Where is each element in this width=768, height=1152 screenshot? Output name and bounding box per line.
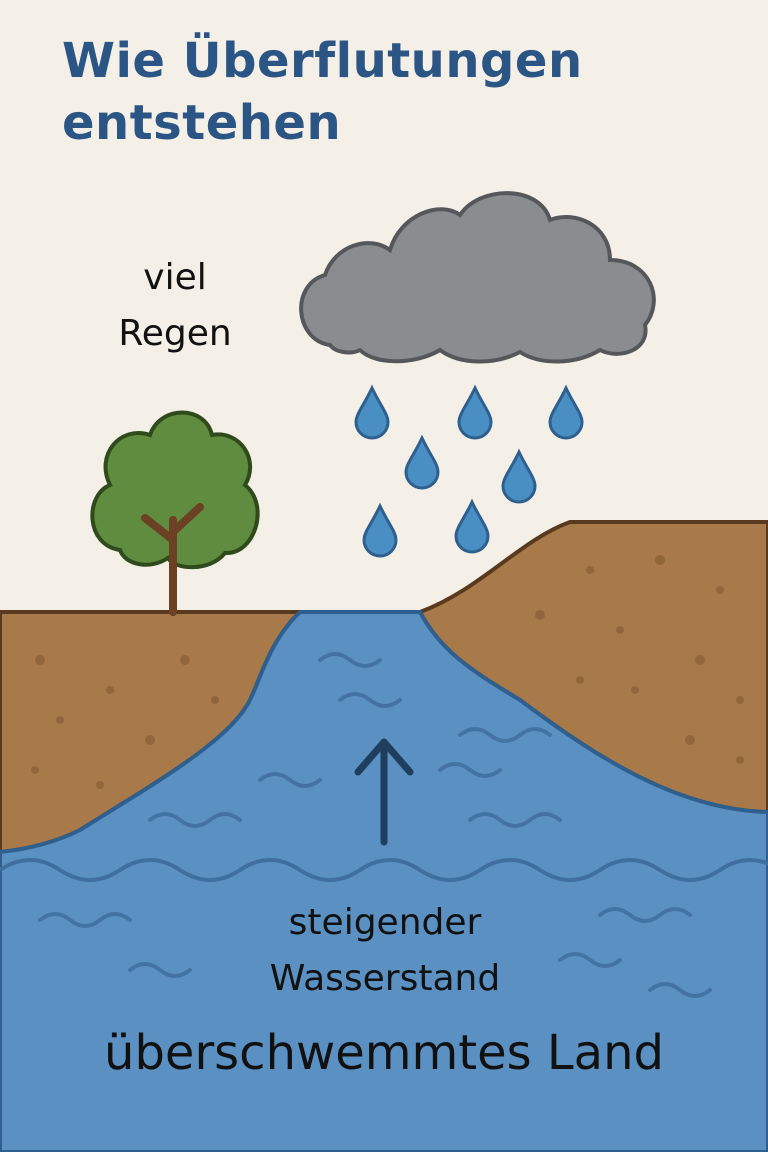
soil-texture [31,555,744,789]
title-line-1: Wie Überflutungen [62,33,583,89]
up-arrow-icon [354,738,414,846]
water-level-label-line-1: steigender [288,902,482,943]
flood-surface-wave [0,858,768,882]
tree-icon [90,410,260,616]
rain-label-line-2: Regen [118,313,232,354]
rain-label: viel Regen [90,250,260,362]
water-level-label: steigender Wasserstand [220,895,550,1007]
cloud-icon [299,191,656,364]
water-level-label-line-2: Wasserstand [269,958,501,999]
flooded-land-label: überschwemmtes Land [104,1025,664,1081]
rain-label-line-1: viel [143,257,207,298]
page-title: Wie Überflutungen entstehen [62,30,702,154]
title-line-2: entstehen [62,95,342,151]
flood-water [0,610,768,1152]
wave-icon [38,652,712,998]
raindrop-icon [354,384,584,558]
